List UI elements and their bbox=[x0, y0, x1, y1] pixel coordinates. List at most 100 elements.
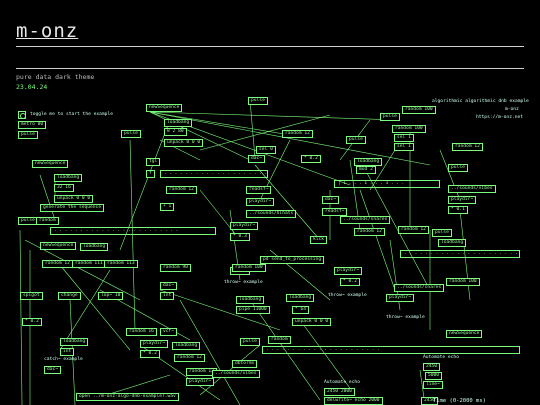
n8-object[interactable]: 8 2 80 bbox=[164, 128, 187, 136]
sequence-bar-1[interactable]: . . . . . . . . . . . . . . . . . . . . … bbox=[160, 170, 268, 178]
randsel-object[interactable]: random bbox=[268, 336, 291, 344]
readsf-object-1[interactable]: readsf~ bbox=[246, 186, 272, 194]
playdir-object-2[interactable]: playdir~ bbox=[230, 222, 259, 230]
sequence-bar-3[interactable]: . . . . . . . . . . . . . . . . . . . . … bbox=[400, 250, 520, 258]
newseq-object-2[interactable]: newSequence bbox=[32, 160, 69, 168]
mult-object-5[interactable]: * 0.1 bbox=[448, 206, 468, 214]
sel1-object[interactable]: sel 1 bbox=[394, 134, 414, 142]
unpack-object-3[interactable]: unpack 0 0 0 bbox=[292, 318, 332, 326]
pulse-object-5[interactable]: pulse bbox=[380, 113, 400, 121]
n32-object[interactable]: * 0.2 bbox=[301, 155, 321, 163]
loadbang-object-5[interactable]: loadbang bbox=[80, 243, 109, 251]
loadbang-object-4[interactable]: loadbang bbox=[54, 174, 83, 182]
mult-object-2[interactable]: * 0.3 bbox=[230, 233, 250, 241]
newseq-object-4[interactable]: newSequence bbox=[446, 330, 483, 338]
mult-left[interactable]: * 0.2 bbox=[22, 318, 42, 326]
pulse-object-4[interactable]: pulse bbox=[346, 136, 366, 144]
random113-object[interactable]: random 113 bbox=[104, 260, 138, 268]
newseq-object-3[interactable]: newSequence bbox=[40, 242, 77, 250]
catch-object[interactable]: dac~ bbox=[44, 366, 62, 374]
playdir-object-1[interactable]: playdir~ bbox=[246, 198, 275, 206]
vcf-object[interactable]: vcf~ bbox=[160, 328, 178, 336]
loadbang-object-1[interactable]: loadbang bbox=[164, 119, 193, 127]
pulse-object-7[interactable]: pulse bbox=[432, 229, 452, 237]
newseq-object-1[interactable]: newSequence bbox=[146, 104, 183, 112]
random100-object-c[interactable]: random 100 bbox=[446, 278, 480, 286]
n32-object-2[interactable]: 32 16 bbox=[54, 184, 74, 192]
snare-path-object[interactable]: ../sounds/snares bbox=[340, 216, 391, 224]
hihats-object[interactable]: ../sounds/hihats bbox=[246, 210, 297, 218]
pulse-object-1[interactable]: pulse bbox=[18, 131, 38, 139]
pulse-object-3[interactable]: pulse bbox=[248, 97, 268, 105]
mod-object[interactable]: mod 2 bbox=[356, 166, 376, 174]
playdir-object-3[interactable]: playdir~ bbox=[334, 267, 363, 275]
dac-object-2[interactable]: dac~ bbox=[322, 196, 340, 204]
mult-object-4[interactable]: * 0.2 bbox=[340, 278, 360, 286]
multiply-object[interactable]: * 64 bbox=[292, 306, 310, 314]
readsf-object-2[interactable]: readsf~ bbox=[322, 208, 348, 216]
number-object[interactable]: 2450 bbox=[423, 363, 441, 371]
loadbang-bottom[interactable]: loadbang bbox=[172, 342, 201, 350]
pipe-object[interactable]: pipe 11000 bbox=[236, 306, 270, 314]
sequence-bar-bottom[interactable]: . . . . . . . . . . . . . . . . . . . . … bbox=[262, 346, 520, 354]
random-left[interactable]: random bbox=[36, 217, 59, 225]
random-bottom[interactable]: random 12 bbox=[174, 354, 205, 362]
del5000-object[interactable]: 5000 bbox=[425, 372, 443, 380]
plus-object[interactable]: + 1 bbox=[160, 203, 175, 211]
pulse-object-6[interactable]: pulse bbox=[448, 164, 468, 172]
unpack-object-2[interactable]: unpack 0 0 0 bbox=[54, 195, 94, 203]
vibes-path-object[interactable]: ../sounds/vibes bbox=[448, 185, 496, 193]
playdir-object-5[interactable]: playdir~ bbox=[386, 294, 415, 302]
change-object[interactable]: change bbox=[58, 292, 81, 300]
random100-object-b[interactable]: random 100 bbox=[392, 125, 426, 133]
kick-object[interactable]: kick bbox=[310, 236, 328, 244]
playdir-bottom-2[interactable]: playdir~ bbox=[186, 378, 215, 386]
pulse-object-2[interactable]: pulse bbox=[121, 130, 141, 138]
lop-object[interactable]: lop~ 10 bbox=[98, 292, 124, 300]
dac-left[interactable]: dac~ bbox=[160, 282, 178, 290]
int-left[interactable]: int bbox=[160, 292, 175, 300]
pulse-left[interactable]: pulse bbox=[18, 217, 38, 225]
random12-object-d[interactable]: random 12 bbox=[452, 143, 483, 151]
playdir-object-4[interactable]: playdir~ bbox=[448, 196, 477, 204]
loadbang-object-6[interactable]: loadbang bbox=[236, 296, 265, 304]
dac-object[interactable]: dac~ bbox=[248, 155, 266, 163]
random12-object-b[interactable]: random 12 bbox=[166, 186, 197, 194]
sequence-bar-left[interactable]: . . . . . . . . . . . . . . . . . . . . … bbox=[50, 227, 216, 235]
random12-object-left[interactable]: random 12 bbox=[42, 260, 73, 268]
random12-object-e[interactable]: random 12 bbox=[398, 226, 429, 234]
loadbang-bottom-left[interactable]: loadbang bbox=[60, 338, 89, 346]
open-object[interactable]: open ../m-onz-algo-dnb-example7.wav bbox=[76, 393, 179, 401]
delwrite-object[interactable]: delwrite~ echo 2000 bbox=[324, 397, 383, 405]
tgl-object[interactable]: tgl bbox=[146, 158, 161, 166]
random90-object[interactable]: random 90 bbox=[160, 264, 191, 272]
random100-left[interactable]: random 100 bbox=[232, 264, 266, 272]
send-processing-object[interactable]: pd send_to_processing bbox=[260, 256, 325, 264]
loadbang-object-3[interactable]: loadbang bbox=[438, 239, 467, 247]
random100-object-a[interactable]: random 100 bbox=[402, 106, 436, 114]
line-object[interactable]: line~ bbox=[423, 381, 443, 389]
random16-object[interactable]: random 16 bbox=[126, 328, 157, 336]
playdir-bottom[interactable]: playdir~ bbox=[140, 340, 169, 348]
number2-object[interactable]: 2450 2000 bbox=[324, 388, 355, 396]
generate-object[interactable]: generate the sequence bbox=[40, 204, 105, 212]
start-toggle[interactable] bbox=[18, 111, 26, 119]
random111-object[interactable]: random 111 bbox=[72, 260, 106, 268]
int-bottom-left[interactable]: int bbox=[60, 348, 75, 356]
sequence-bar-2[interactable]: | 1 . . . 1 . . . 1 . . . bbox=[334, 180, 440, 188]
f-object[interactable]: f bbox=[146, 170, 155, 178]
random12-object-c[interactable]: random 12 bbox=[354, 228, 385, 236]
sel-object[interactable]: sel 0 bbox=[256, 146, 276, 154]
loadbang-object-7[interactable]: loadbang bbox=[286, 294, 315, 302]
dbtorms-object[interactable]: dbtorms bbox=[232, 360, 258, 368]
soundfiler-snare[interactable]: ../sounds/snares bbox=[394, 284, 445, 292]
sel2-object[interactable]: sel 1 bbox=[394, 143, 414, 151]
spigot-object[interactable]: spigot bbox=[20, 292, 43, 300]
vibes-bottom[interactable]: ../sounds/vibes bbox=[212, 370, 260, 378]
random12-object-a[interactable]: random 12 bbox=[282, 130, 313, 138]
loadbang-object-2[interactable]: loadbang bbox=[354, 158, 383, 166]
metro-object[interactable]: metro 80 bbox=[18, 121, 47, 129]
mult-bottom[interactable]: * 0.2 bbox=[140, 350, 160, 358]
pulse-bottom[interactable]: pulse bbox=[240, 338, 260, 346]
unpack-object-1[interactable]: unpack 0 0 0 bbox=[164, 139, 204, 147]
